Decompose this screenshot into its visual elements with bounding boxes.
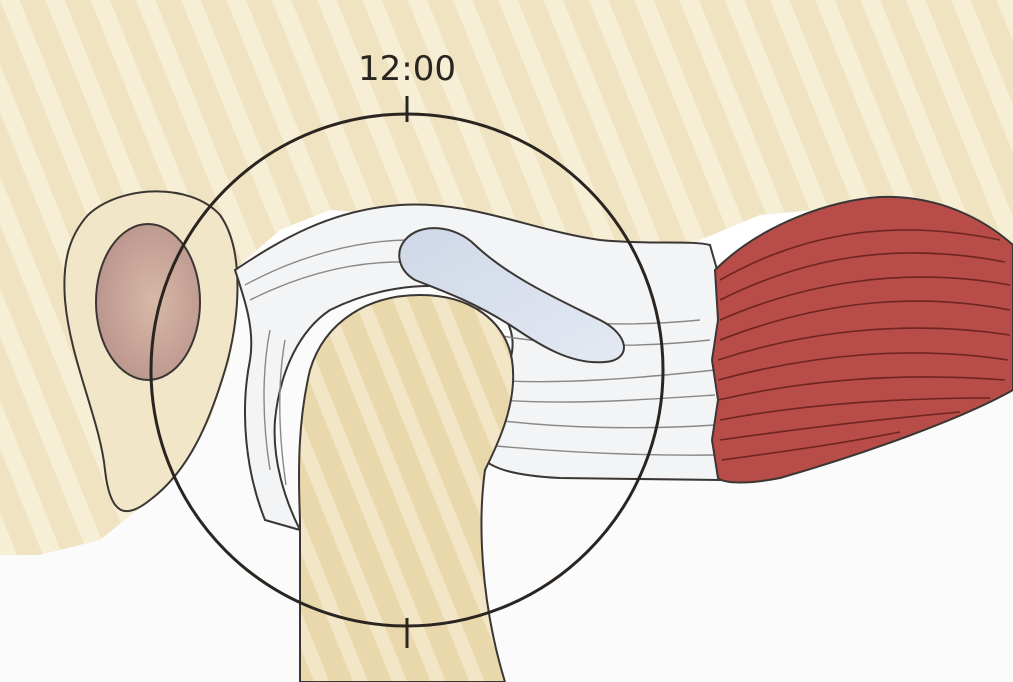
clock-label-12: 12:00 bbox=[358, 49, 456, 89]
condyle-pad bbox=[96, 224, 200, 380]
